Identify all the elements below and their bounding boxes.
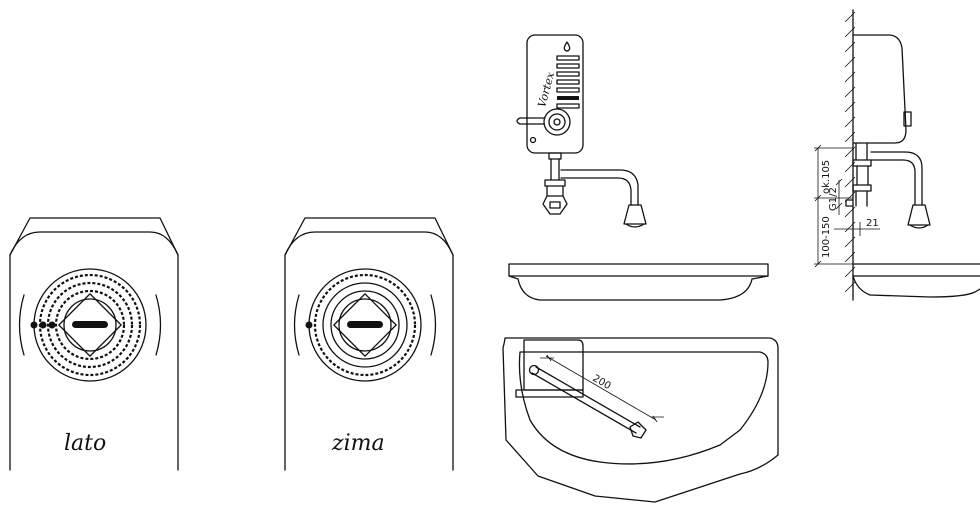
knob-panel-summer: lato: [9, 217, 179, 471]
temperature-scale: [556, 55, 580, 109]
heater-side-view: ok.105 G1/2 21 100-150: [814, 9, 980, 301]
label-zima: zima: [331, 431, 385, 456]
sink-top-view: 200: [502, 337, 779, 503]
indicator-dot: [305, 321, 313, 329]
indicator-dot: [39, 321, 47, 329]
label-lato: lato: [64, 431, 106, 456]
wall-hatching: [844, 11, 856, 293]
dimension-reach: 200: [591, 373, 613, 392]
heater-front-view: Vortex: [516, 34, 647, 228]
dimension-thread: G1/2: [828, 187, 839, 211]
dimension-height-above: ok.105: [821, 160, 832, 194]
dimension-offset: 21: [866, 218, 879, 229]
sink-side-view: [508, 263, 769, 301]
drop-icon: [563, 41, 571, 52]
control-knob: [543, 108, 571, 136]
indicator-dot: [48, 321, 56, 329]
dimension-height-below: 100-150: [821, 216, 832, 258]
indicator-dot: [30, 321, 38, 329]
brand-logo: Vortex: [535, 70, 557, 109]
knob-panel-winter: zima: [284, 217, 454, 471]
